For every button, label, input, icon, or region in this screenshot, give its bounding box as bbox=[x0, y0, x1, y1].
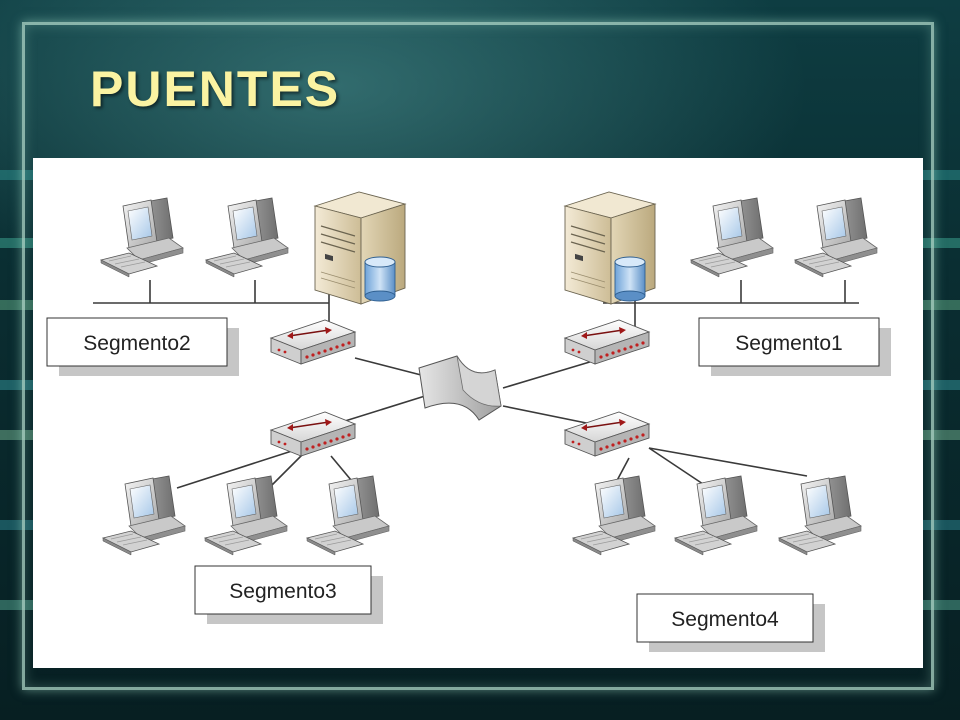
bridge-icon bbox=[564, 411, 650, 457]
computer-icon bbox=[794, 197, 878, 278]
network-diagram: Segmento2 Segmento1 Segmento3 Segmento4 bbox=[46, 191, 891, 652]
segment1-label: Segmento1 bbox=[735, 332, 842, 355]
computer-icon bbox=[778, 475, 862, 556]
segment-label-box: Segmento1 bbox=[698, 317, 891, 376]
computer-icon bbox=[690, 197, 774, 278]
diagram-panel: Segmento2 Segmento1 Segmento3 Segmento4 bbox=[33, 158, 923, 668]
bridge-icon bbox=[564, 319, 650, 365]
segment3-label: Segmento3 bbox=[229, 580, 336, 603]
computer-icon bbox=[306, 475, 390, 556]
server-icon bbox=[564, 191, 656, 305]
server-icon bbox=[314, 191, 406, 305]
segment-label-box: Segmento3 bbox=[194, 565, 383, 624]
segment-label-box: Segmento4 bbox=[636, 593, 825, 652]
segment4-label: Segmento4 bbox=[671, 608, 779, 631]
segment-label-box: Segmento2 bbox=[46, 317, 239, 376]
bridge-icon bbox=[270, 411, 356, 457]
computer-icon bbox=[100, 197, 184, 278]
slide-title: PUENTES bbox=[90, 61, 341, 117]
computer-icon bbox=[674, 475, 758, 556]
computer-icon bbox=[204, 475, 288, 556]
computer-icon bbox=[102, 475, 186, 556]
central-hub-icon bbox=[418, 355, 502, 421]
slide-frame bbox=[22, 22, 934, 690]
bridge-icon bbox=[270, 319, 356, 365]
computer-icon bbox=[572, 475, 656, 556]
segment2-label: Segmento2 bbox=[83, 332, 190, 355]
computer-icon bbox=[205, 197, 289, 278]
